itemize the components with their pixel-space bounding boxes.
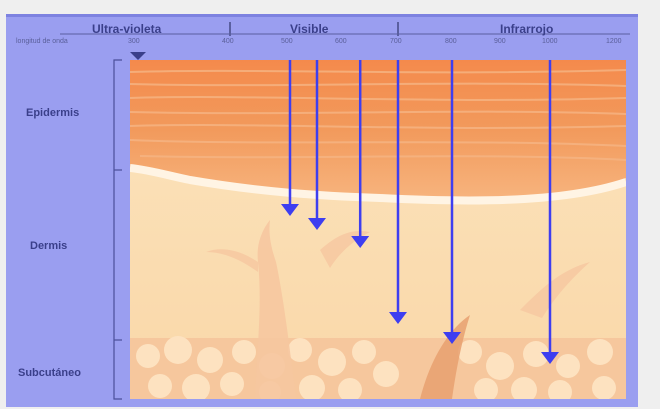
tick-label: 800 — [445, 38, 457, 45]
layer-label-dermis: Dermis — [30, 240, 67, 252]
tick-label: 1000 — [542, 38, 558, 45]
tick-label: 300 — [128, 38, 140, 45]
layer-label-subcutaneous: Subcutáneo — [18, 367, 81, 379]
band-label-visible: Visible — [290, 22, 328, 36]
tick-label: 500 — [281, 38, 293, 45]
band-label-infrared: Infrarrojo — [500, 22, 553, 36]
tick-label: 1200 — [606, 38, 622, 45]
tick-label: 600 — [335, 38, 347, 45]
panel-top-edge — [6, 14, 638, 17]
tick-label: 400 — [222, 38, 234, 45]
tick-label: 900 — [494, 38, 506, 45]
wavelength-axis-label: longitud de onda — [16, 38, 68, 45]
tick-label: 700 — [390, 38, 402, 45]
band-label-ultraviolet: Ultra-violeta — [92, 22, 161, 36]
layer-label-epidermis: Epidermis — [26, 107, 79, 119]
